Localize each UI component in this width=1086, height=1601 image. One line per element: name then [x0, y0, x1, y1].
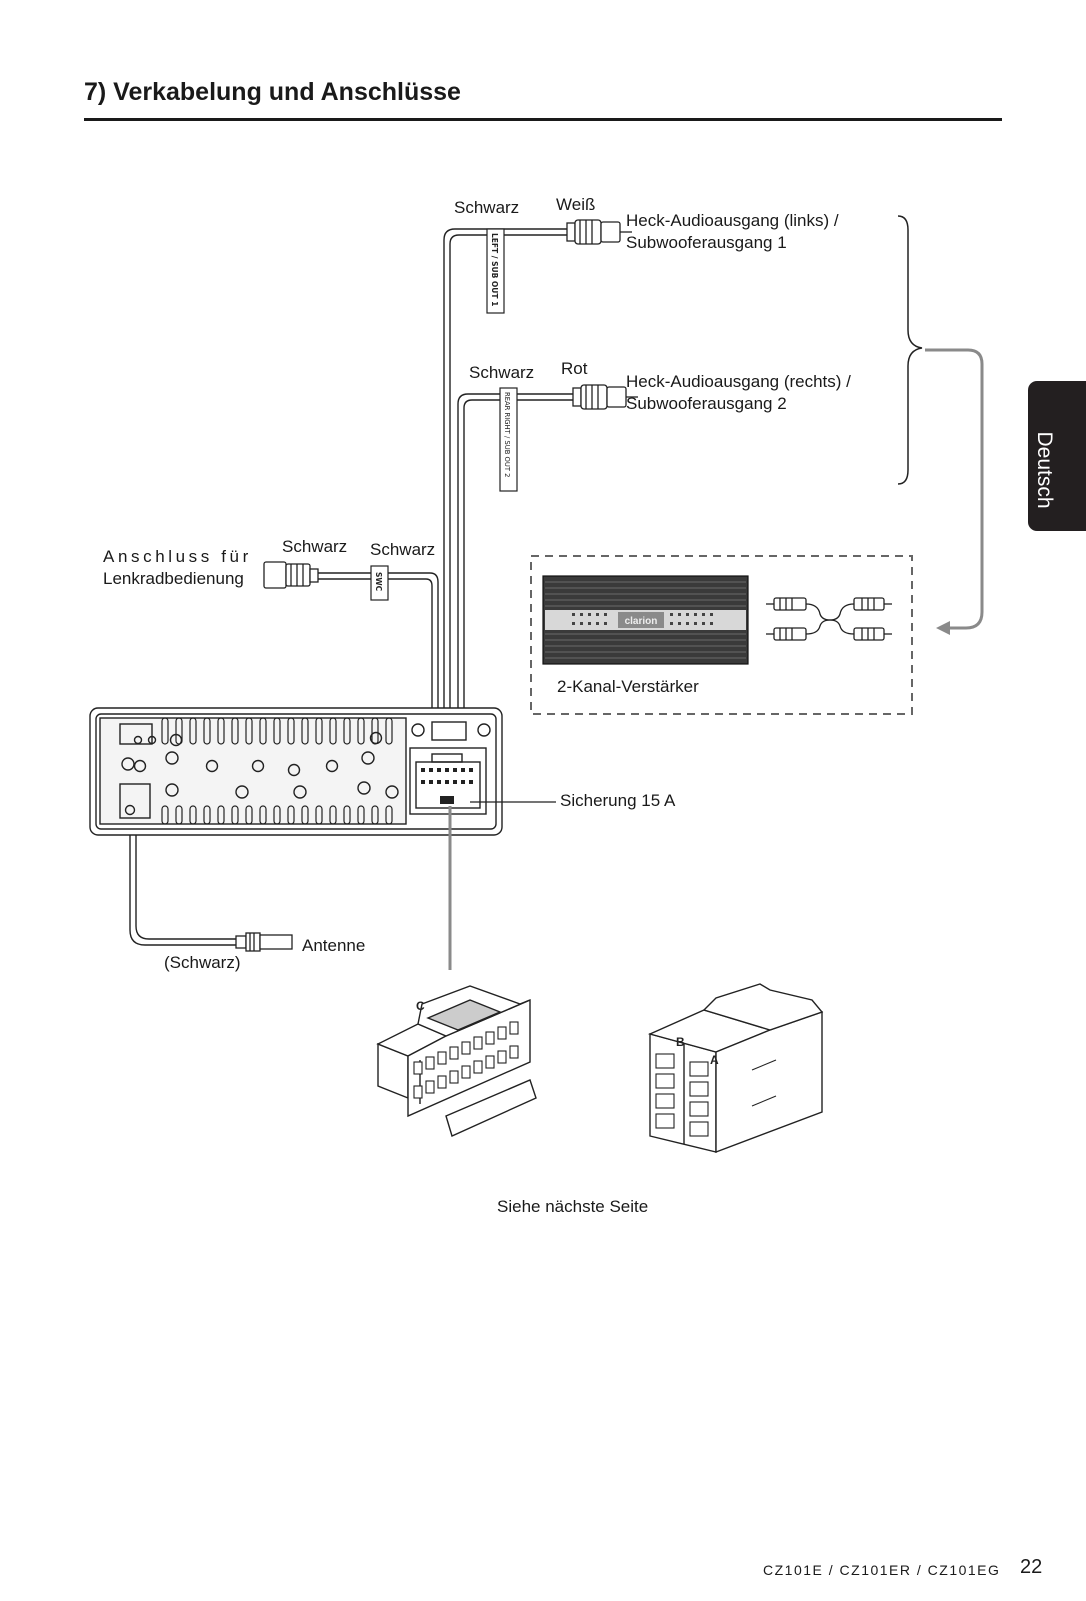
antenna-plug — [235, 932, 293, 952]
cable-antenna — [129, 818, 238, 946]
swc-label-line2: Lenkradbedienung — [103, 569, 244, 588]
output-brace — [897, 215, 923, 485]
connector-c-label: C — [416, 999, 425, 1013]
fuse-label: Sicherung 15 A — [560, 791, 676, 810]
next-page-note: Siehe nächste Seite — [497, 1197, 649, 1216]
svg-text:LEFT / SUB OUT 1: LEFT / SUB OUT 1 — [490, 233, 499, 306]
svg-text:SWC: SWC — [374, 572, 383, 592]
connector-b-label: B — [676, 1035, 685, 1049]
page-title: 7) Verkabelung und Anschlüsse — [84, 78, 461, 106]
amplifier-label: 2-Kanal-Verstärker — [557, 677, 699, 696]
rca1-output-label: Heck-Audioausgang (links) / Subwooferaus… — [626, 210, 839, 254]
rca2-plug-color-label: Rot — [561, 359, 588, 378]
swc-cable-color-label: Schwarz — [370, 540, 436, 559]
antenna-label: Antenne — [302, 936, 366, 955]
rca2-output-line2: Subwooferausgang 2 — [626, 394, 787, 413]
connector-c — [376, 985, 537, 1137]
rca1-output-line2: Subwooferausgang 1 — [626, 233, 787, 252]
rca2-cable-color-label: Schwarz — [469, 363, 535, 382]
rca2-output-label: Heck-Audioausgang (rechts) / Subwooferau… — [626, 371, 851, 415]
amplifier-brand: clarion — [625, 616, 658, 627]
rca2-output-line1: Heck-Audioausgang (rechts) / — [626, 372, 851, 391]
title-rule — [84, 118, 1002, 121]
swc-label-line1: Anschluss für — [103, 547, 252, 566]
language-tab — [1028, 381, 1086, 531]
rca-plug-white — [566, 219, 632, 245]
arrow-to-amplifier — [925, 348, 984, 630]
amplifier-body: clarion — [542, 575, 749, 665]
rca1-output-line1: Heck-Audioausgang (links) / — [626, 211, 839, 230]
svg-text:REAR RIGHT / SUB OUT 2: REAR RIGHT / SUB OUT 2 — [503, 392, 511, 478]
rca-y-cable — [766, 597, 892, 641]
swc-plug — [263, 561, 319, 589]
footer-page-number: 22 — [1020, 1556, 1043, 1578]
sleeve-left-sub-out-1: LEFT / SUB OUT 1 — [486, 228, 505, 314]
cable-left-sub-out-1 — [443, 228, 568, 722]
sleeve-swc: SWC — [370, 565, 389, 601]
swc-plug-color-label: Schwarz — [282, 537, 348, 556]
connector-b-a — [647, 983, 824, 1154]
rca1-cable-color-label: Schwarz — [454, 198, 520, 217]
footer-model-numbers: CZ101E / CZ101ER / CZ101EG — [763, 1562, 1001, 1578]
swc-connector-label: Anschluss für Lenkradbedienung — [103, 546, 252, 590]
connector-a-label: A — [710, 1053, 719, 1067]
antenna-color-label: (Schwarz) — [164, 953, 241, 972]
amplifier-dashed-box — [530, 555, 913, 715]
rca-plug-red — [572, 384, 638, 410]
cable-rear-right-sub-out-2 — [457, 393, 574, 722]
sleeve-rear-right-sub-out-2: REAR RIGHT / SUB OUT 2 — [499, 387, 518, 492]
rca1-plug-color-label: Weiß — [556, 195, 596, 214]
cable-swc — [316, 572, 439, 722]
head-unit-rear — [89, 707, 503, 836]
